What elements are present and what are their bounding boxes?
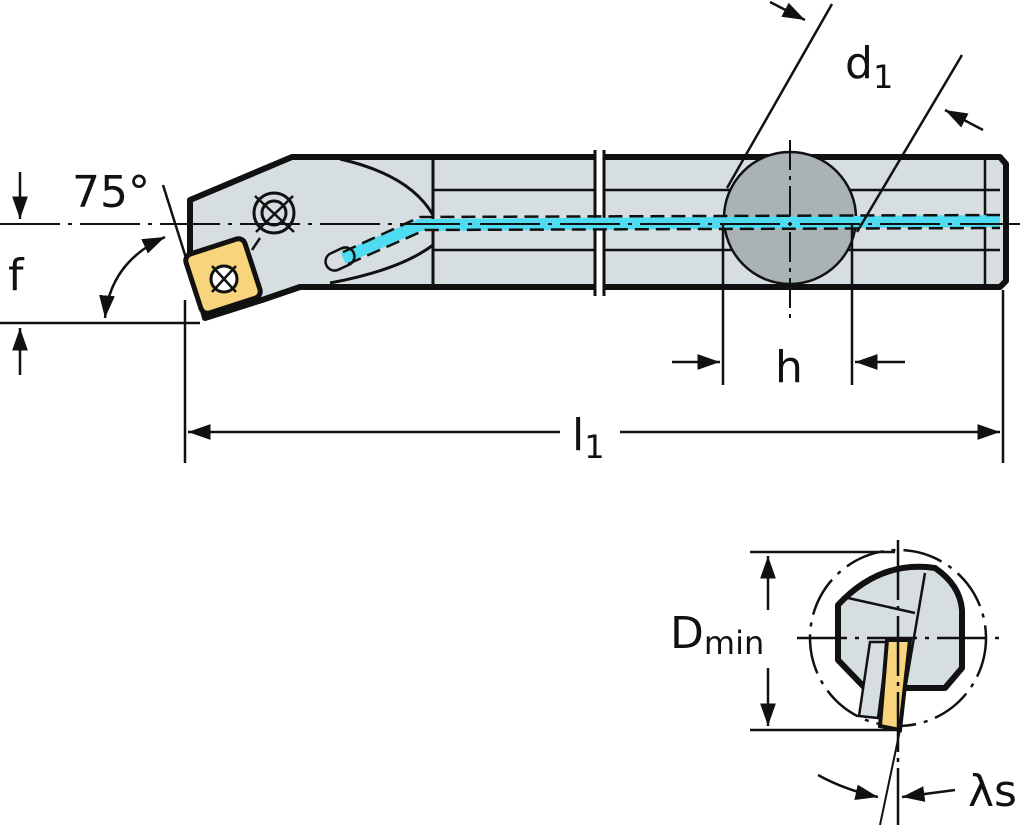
cutting-insert: [183, 236, 263, 316]
angle-label: 75°: [72, 167, 150, 218]
d1-subscript: 1: [873, 58, 893, 96]
dimension-h: h: [672, 225, 905, 393]
svg-text:d1: d1: [845, 38, 893, 96]
head-contour-bottom: [329, 243, 434, 285]
svg-text:l1: l1: [572, 410, 605, 466]
dimension-d1: d1: [725, 0, 984, 233]
dimension-l1: l1: [183, 290, 1005, 466]
tool-end-view: Dmin λs: [670, 540, 1017, 825]
l1-subscript: 1: [584, 428, 604, 466]
tool-side-view: [0, 140, 1024, 321]
d1-label: d: [845, 38, 873, 89]
dmin-subscript: min: [704, 624, 764, 662]
end-view-insert: [877, 638, 913, 733]
clamp-screw-icon: [250, 191, 296, 251]
lambda-s-label: λs: [968, 766, 1017, 817]
dmin-label: D: [670, 608, 704, 659]
l1-label: l: [572, 410, 584, 461]
f-label: f: [8, 250, 25, 301]
head-contour-top: [339, 157, 435, 216]
h-label: h: [775, 342, 803, 393]
dimension-f: f: [0, 172, 200, 375]
svg-text:Dmin: Dmin: [670, 608, 764, 662]
angle-75: 75°: [72, 167, 188, 319]
